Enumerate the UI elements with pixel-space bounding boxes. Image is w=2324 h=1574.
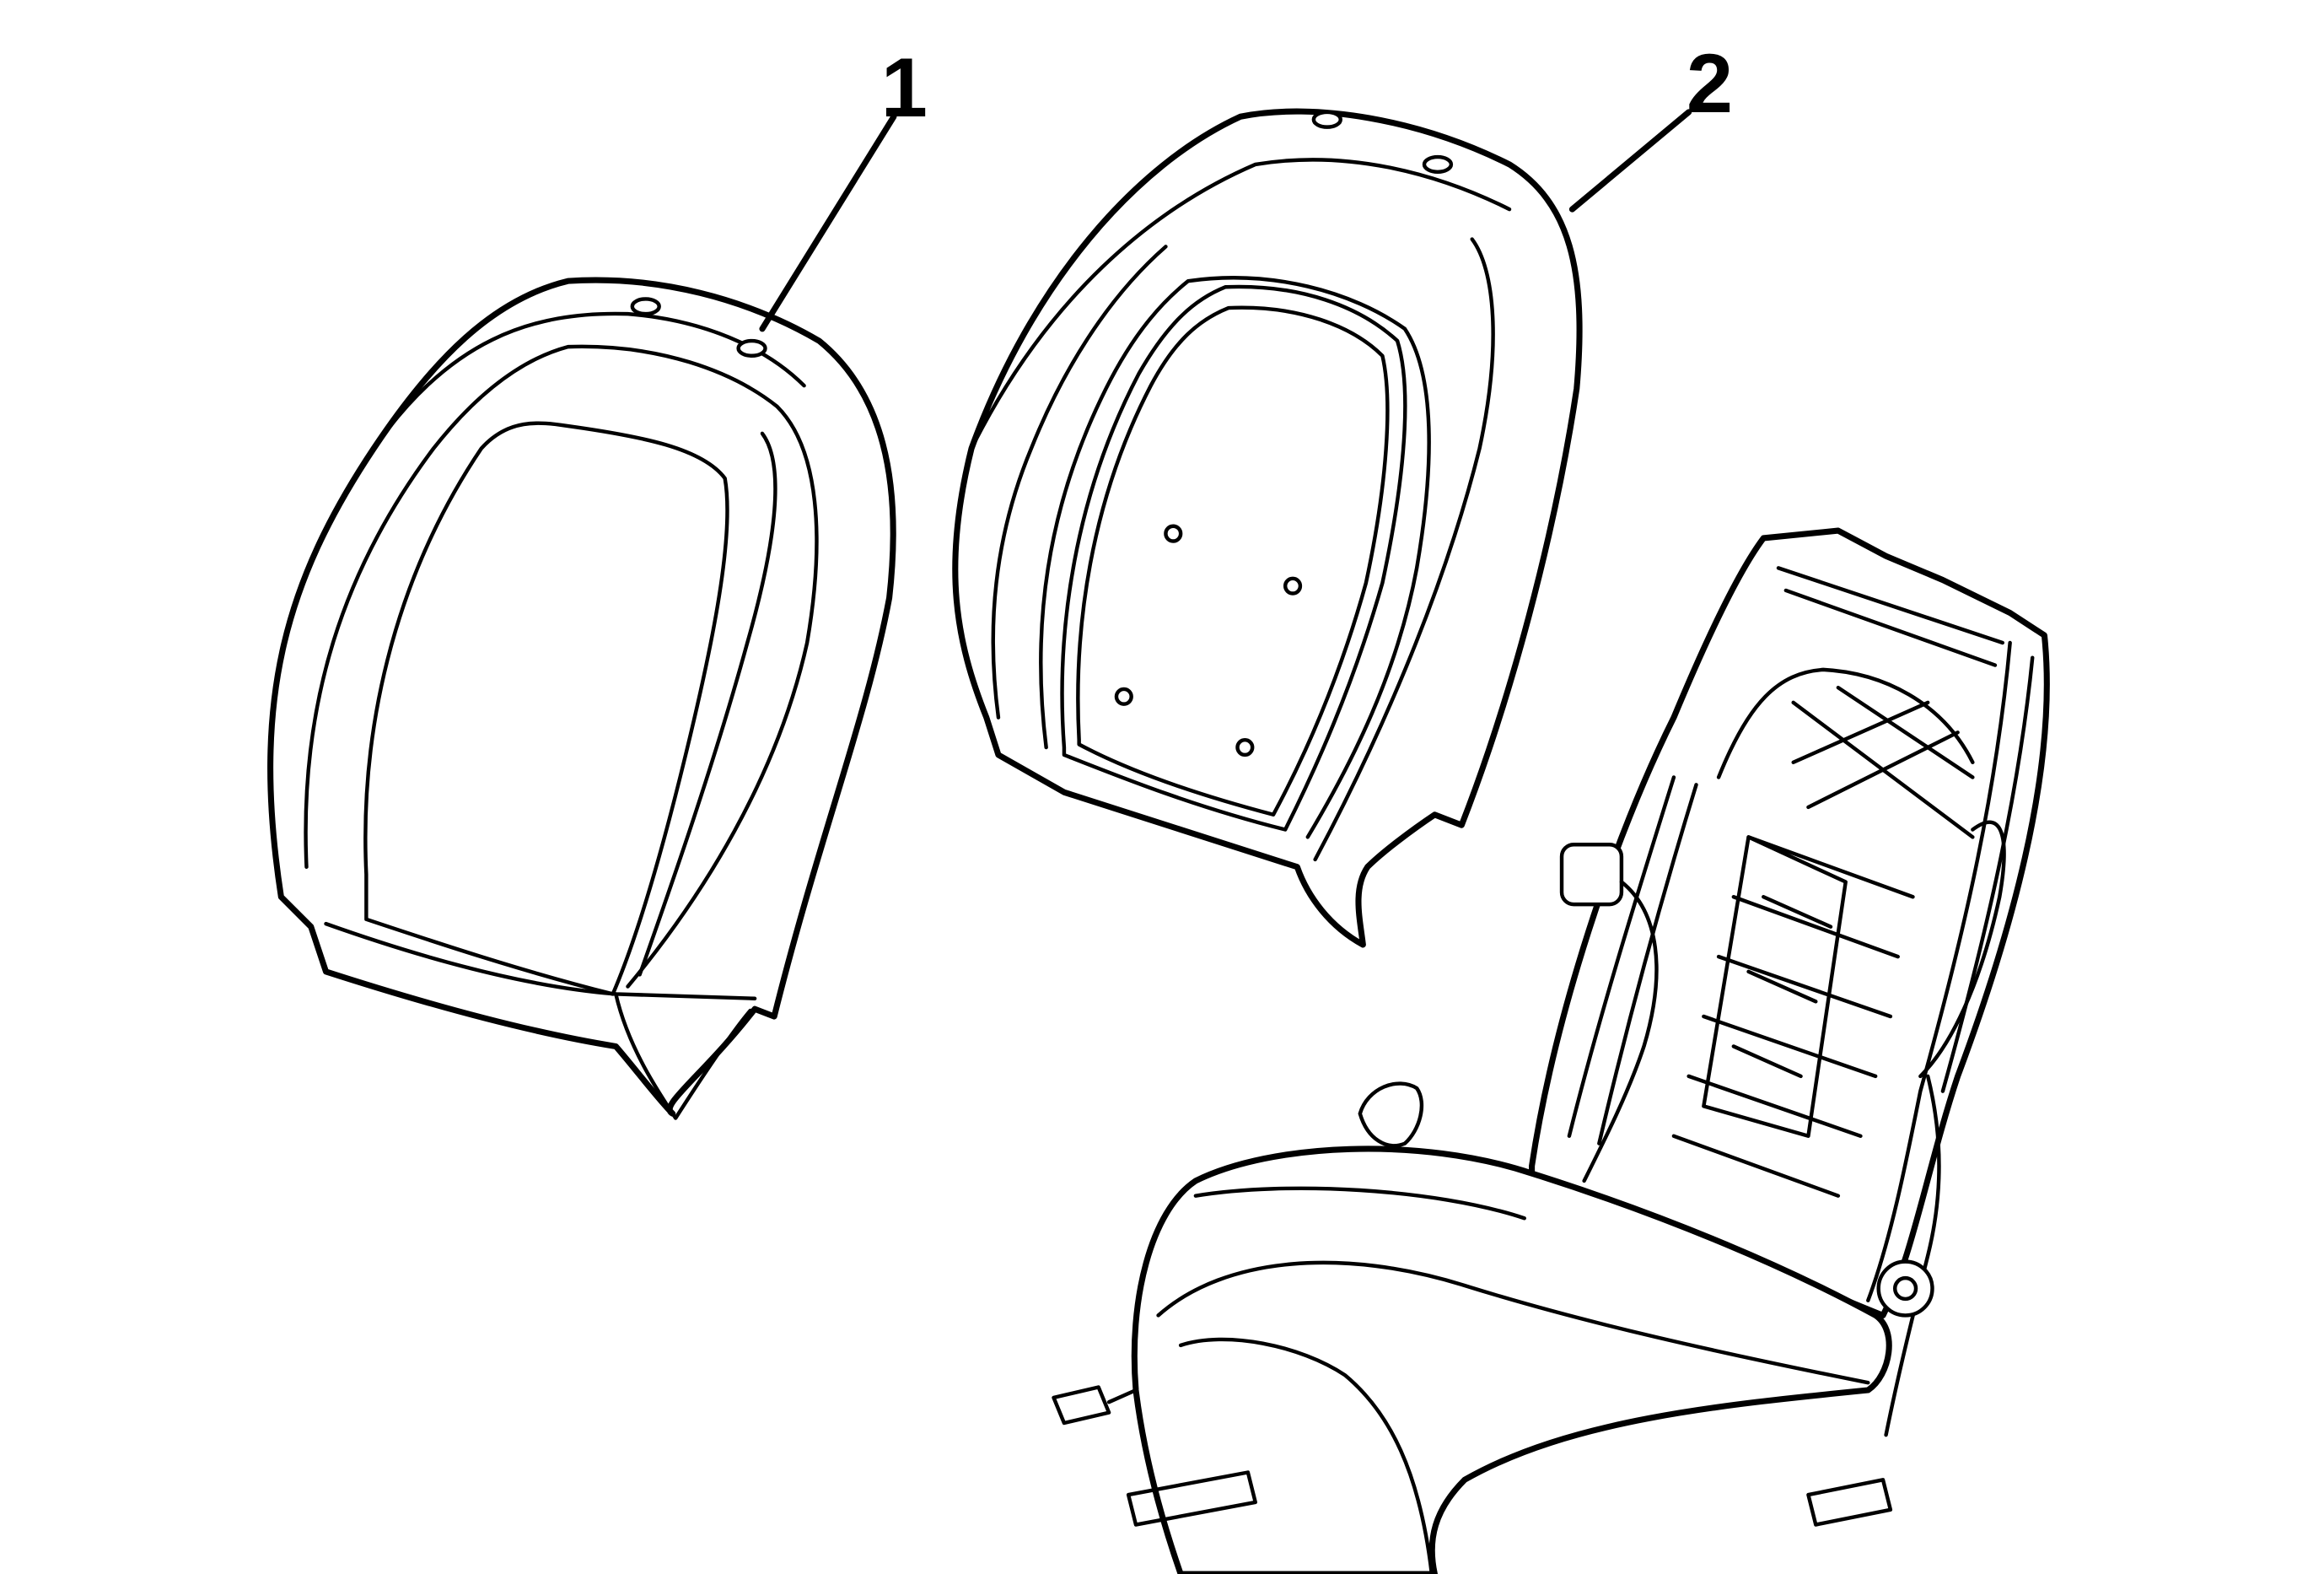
pad-stud-3 bbox=[1114, 687, 1133, 706]
callout-1-leader bbox=[759, 113, 897, 332]
pad-left-bolster bbox=[991, 245, 1168, 720]
recliner-hub-center bbox=[1892, 1275, 1918, 1302]
cover-inner-bolster bbox=[304, 344, 819, 989]
cover-right-seam bbox=[637, 431, 777, 977]
pad-top-seam bbox=[969, 158, 1512, 450]
seat-assembly bbox=[1052, 527, 2050, 1574]
headrest-hole-left bbox=[630, 297, 661, 316]
callout-2: 2 bbox=[1568, 37, 1733, 213]
seat-back-cushion-pad bbox=[952, 108, 1583, 948]
pad-stud-4 bbox=[1235, 737, 1255, 757]
frame-hoop bbox=[1716, 667, 1975, 779]
frame-lumbar-support bbox=[1702, 835, 1848, 1138]
frame-left-rail bbox=[1567, 775, 1698, 1145]
pad-right-bolster bbox=[1313, 237, 1495, 862]
pad-inner-rim bbox=[1039, 276, 1431, 839]
callout-1: 1 bbox=[759, 41, 928, 332]
frame-upper-bar bbox=[1776, 566, 2005, 667]
pad-opening-inner bbox=[1076, 305, 1390, 817]
frame-motor bbox=[1559, 843, 1624, 907]
seat-top-seam bbox=[1193, 1186, 1526, 1221]
pad-opening-outer bbox=[1060, 284, 1407, 832]
callout-2-label: 2 bbox=[1687, 37, 1733, 131]
frame-recliner bbox=[1884, 1074, 1941, 1437]
headrest-hole-right bbox=[736, 338, 767, 358]
cover-bottom-seam bbox=[324, 921, 757, 1000]
seat-connector bbox=[1052, 1385, 1138, 1426]
frame-wire-mesh bbox=[1671, 685, 1975, 1198]
pad-stud-1 bbox=[1164, 524, 1183, 543]
seat-cushion bbox=[1131, 1145, 1892, 1574]
seat-base-rail bbox=[1126, 1470, 1893, 1527]
seat-back-cover bbox=[267, 277, 896, 1120]
frame-side-pad bbox=[1918, 820, 2006, 1079]
cover-bottom-flap bbox=[614, 992, 753, 1120]
seat-belt-buckle bbox=[1358, 1081, 1424, 1148]
pad-hole-top-left bbox=[1311, 110, 1342, 129]
frame-wiring bbox=[1582, 880, 1659, 1183]
pad-stud-2 bbox=[1283, 576, 1303, 596]
frame-right-rail bbox=[1866, 640, 2035, 1302]
seat-side-seam bbox=[1178, 1337, 1434, 1574]
seat-front-seam bbox=[1156, 1260, 1870, 1385]
pad-hole-top-right bbox=[1422, 154, 1454, 175]
callout-2-leader bbox=[1568, 109, 1692, 213]
callout-1-label: 1 bbox=[881, 41, 928, 135]
